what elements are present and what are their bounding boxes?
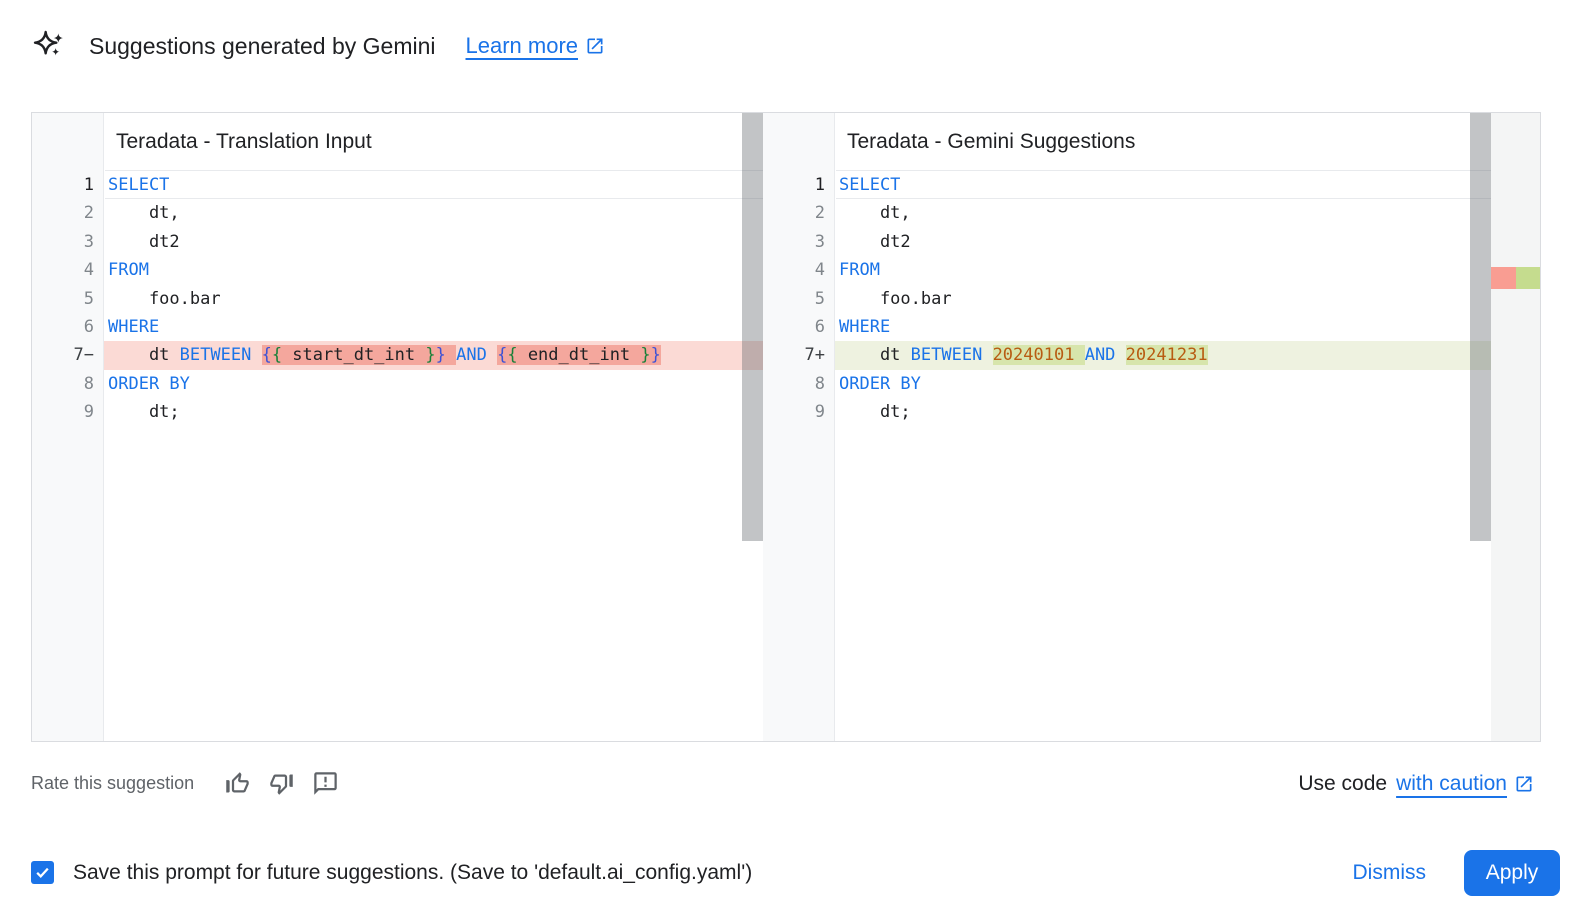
code-line: 4 FROM <box>763 256 1540 284</box>
diff-overview-ruler[interactable] <box>1491 113 1540 741</box>
line-number: 2 <box>814 203 825 224</box>
line-number: 3 <box>814 231 825 252</box>
use-code-text: Use code <box>1298 772 1388 795</box>
code-text: SELECT <box>108 175 170 195</box>
code-line: 5 foo.bar <box>32 285 763 313</box>
line-number-gutter <box>32 113 104 741</box>
code-text: ORDER BY <box>108 373 190 394</box>
diff-marker-removed <box>1491 267 1516 289</box>
code-line: 9 dt; <box>32 398 763 426</box>
suggestions-header: Suggestions generated by Gemini Learn mo… <box>33 30 605 62</box>
line-number: 7− <box>73 345 94 366</box>
line-number: 9 <box>83 402 94 423</box>
line-number: 1 <box>814 175 825 195</box>
code-text: dt; <box>108 402 180 423</box>
line-number: 6 <box>814 316 825 337</box>
pane-translation-input: Teradata - Translation Input 1 SELECT 2 dt… <box>32 113 763 741</box>
with-caution-link[interactable]: with caution <box>1396 772 1534 796</box>
line-number-gutter <box>763 113 835 741</box>
code-text: foo.bar <box>839 288 952 309</box>
feedback-icon <box>313 771 337 795</box>
dismiss-button[interactable]: Dismiss <box>1352 860 1427 884</box>
pane-title-gemini-suggestions: Teradata - Gemini Suggestions <box>847 130 1136 153</box>
code-text: SELECT <box>839 175 901 195</box>
learn-more-label: Learn more <box>465 33 579 58</box>
code-line: 8 ORDER BY <box>32 370 763 398</box>
diff-marker-added <box>1516 267 1540 289</box>
gemini-sparkle-icon <box>33 30 63 56</box>
rate-label: Rate this suggestion <box>31 772 195 793</box>
line-number: 9 <box>814 402 825 423</box>
line-number: 4 <box>814 260 825 281</box>
code-line: 7+ dt BETWEEN 20240101 AND 20241231 <box>763 341 1540 370</box>
code-text: WHERE <box>839 316 891 337</box>
thumb-down-button[interactable] <box>266 768 296 798</box>
code-text: dt BETWEEN {{ start_dt_int }} AND {{ end… <box>104 341 763 370</box>
code-text: dt BETWEEN 20240101 AND 20241231 <box>835 341 1540 370</box>
code-line: 5 foo.bar <box>763 285 1540 313</box>
page-title: Suggestions generated by Gemini <box>89 32 436 59</box>
code-line: 1 SELECT <box>32 169 763 200</box>
code-text: FROM <box>108 260 149 281</box>
thumb-up-button[interactable] <box>222 768 252 798</box>
code-text: dt, <box>108 203 180 224</box>
line-number: 8 <box>83 373 94 394</box>
code-text: foo.bar <box>108 288 221 309</box>
pane-header-left: Teradata - Translation Input <box>32 113 763 171</box>
left-pane-scrollbar[interactable] <box>742 113 763 541</box>
line-number: 8 <box>814 373 825 394</box>
line-number: 4 <box>83 260 94 281</box>
code-text: dt, <box>839 203 911 224</box>
code-line: 3 dt2 <box>32 228 763 256</box>
line-number: 7+ <box>804 345 825 366</box>
thumb-up-icon <box>225 771 249 792</box>
code-line: 4 FROM <box>32 256 763 284</box>
thumb-down-icon <box>269 774 293 795</box>
action-bar: Save this prompt for future suggestions.… <box>31 849 1560 896</box>
save-prompt-label: Save this prompt for future suggestions.… <box>73 860 753 884</box>
code-text: FROM <box>839 260 880 281</box>
line-number: 3 <box>83 231 94 252</box>
code-text: dt; <box>839 402 911 423</box>
code-line: 9 dt; <box>763 398 1540 426</box>
code-line: 6 WHERE <box>763 313 1540 341</box>
code-line: 8 ORDER BY <box>763 370 1540 398</box>
rate-suggestion-row: Rate this suggestion <box>31 766 354 800</box>
with-caution-label: with caution <box>1396 772 1507 795</box>
line-number: 6 <box>83 316 94 337</box>
code-text: ORDER BY <box>839 373 921 394</box>
pane-title-translation-input: Teradata - Translation Input <box>116 130 372 153</box>
line-number: 5 <box>83 288 94 309</box>
right-pane-scrollbar[interactable] <box>1470 113 1491 541</box>
code-line: 7− dt BETWEEN {{ start_dt_int }} AND {{ … <box>32 341 763 370</box>
checkbox-check-icon <box>36 867 49 879</box>
code-line: 1 SELECT <box>763 169 1540 200</box>
pane-gemini-suggestions: Teradata - Gemini Suggestions 1 SELECT 2 d… <box>763 113 1540 741</box>
diff-container: Teradata - Translation Input 1 SELECT 2 dt… <box>31 112 1541 742</box>
feedback-button[interactable] <box>310 768 340 798</box>
code-text: WHERE <box>108 316 160 337</box>
line-number: 5 <box>814 288 825 309</box>
code-line: 3 dt2 <box>763 228 1540 256</box>
line-number: 2 <box>83 203 94 224</box>
learn-more-link[interactable]: Learn more <box>466 33 606 59</box>
code-line: 2 dt, <box>763 199 1540 227</box>
code-line: 6 WHERE <box>32 313 763 341</box>
line-number: 1 <box>83 175 94 195</box>
pane-header-right: Teradata - Gemini Suggestions <box>763 113 1540 171</box>
external-link-icon <box>1516 776 1532 792</box>
code-line: 2 dt, <box>32 199 763 227</box>
apply-button[interactable]: Apply <box>1464 849 1560 896</box>
code-text: dt2 <box>839 231 911 252</box>
external-link-icon <box>587 38 603 54</box>
code-text: dt2 <box>108 231 180 252</box>
use-code-notice: Use code with caution <box>1298 772 1534 796</box>
save-prompt-checkbox[interactable] <box>31 861 54 884</box>
